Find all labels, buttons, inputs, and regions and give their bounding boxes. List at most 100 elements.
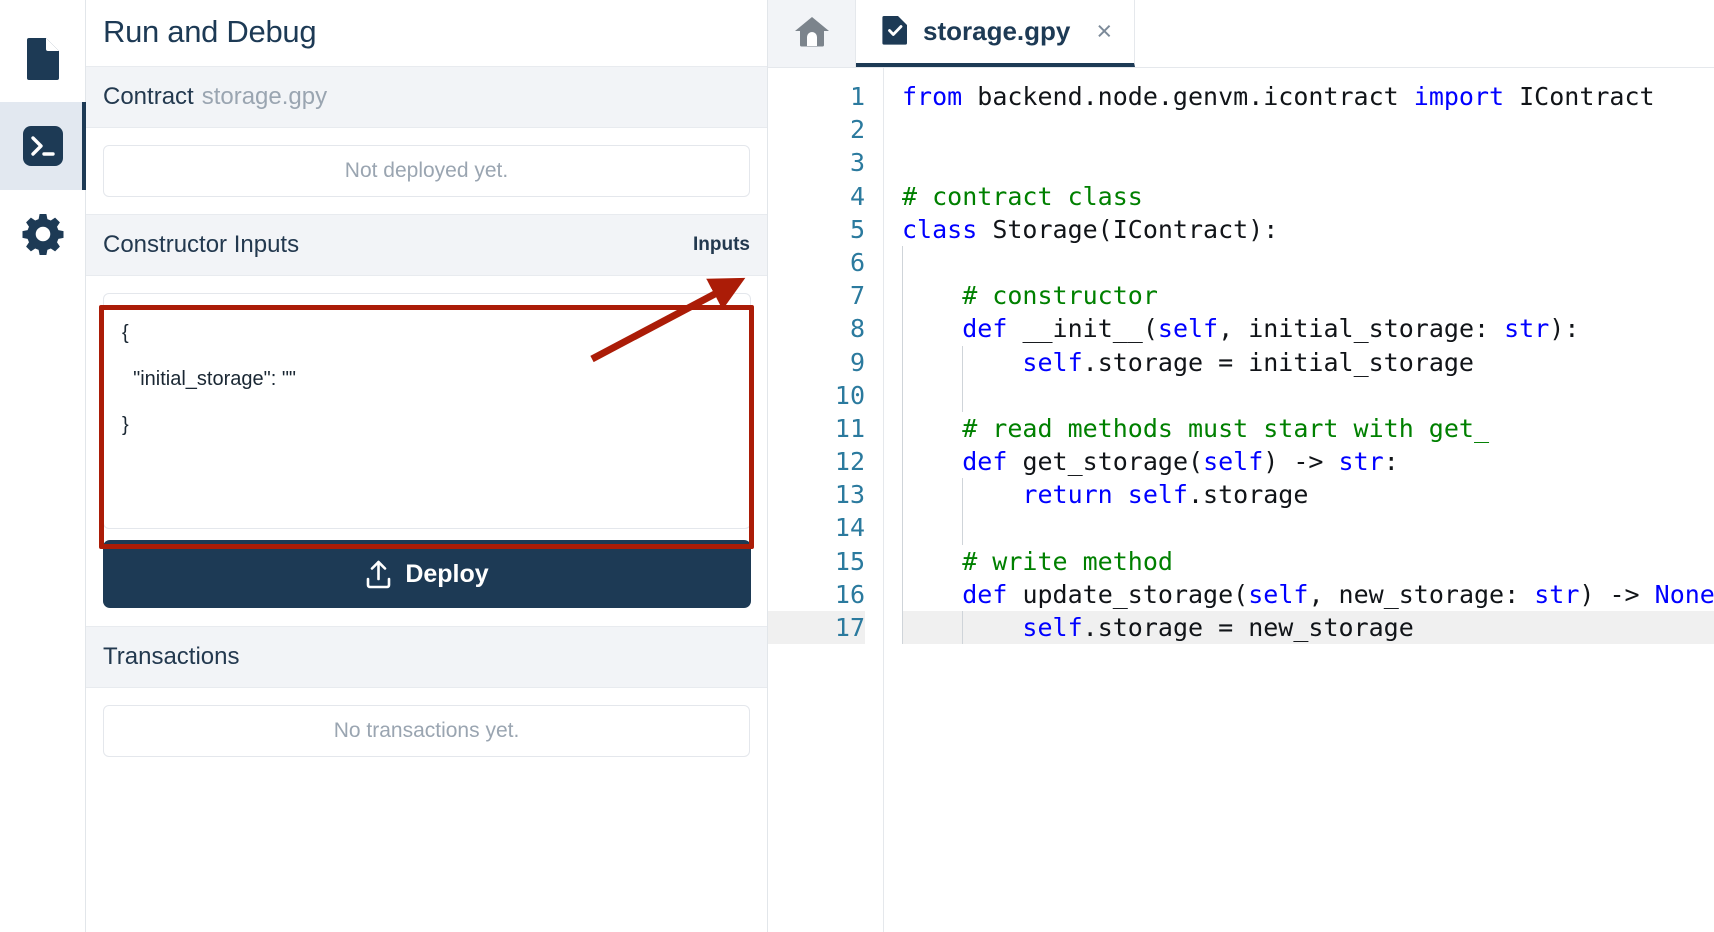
code-token: None bbox=[1654, 579, 1714, 609]
activity-item-settings[interactable] bbox=[0, 190, 86, 278]
terminal-icon bbox=[22, 125, 64, 167]
code-token: : bbox=[1383, 447, 1399, 477]
tab-home[interactable] bbox=[768, 0, 856, 67]
code-line[interactable] bbox=[902, 511, 1714, 544]
code-token: , new_storage: bbox=[1308, 579, 1535, 609]
code-token: # constructor bbox=[902, 281, 1158, 311]
line-number: 15 bbox=[834, 546, 865, 576]
activity-bar bbox=[0, 0, 86, 932]
code-line[interactable] bbox=[902, 246, 1714, 279]
indent-guide bbox=[962, 345, 963, 412]
line-number: 1 bbox=[849, 82, 865, 111]
code-token: def bbox=[962, 447, 1023, 477]
line-number: 2 bbox=[849, 115, 865, 145]
code-token bbox=[902, 580, 962, 609]
code-token: class bbox=[902, 214, 993, 244]
code-token: str bbox=[1504, 314, 1550, 344]
constructor-inputs-header: Constructor Inputs Inputs bbox=[86, 214, 767, 276]
deploy-button-label: Deploy bbox=[405, 559, 489, 588]
code-line[interactable] bbox=[902, 379, 1714, 412]
code-token: ) -> bbox=[1263, 447, 1339, 477]
line-number: 6 bbox=[849, 247, 865, 277]
line-number: 5 bbox=[849, 214, 865, 244]
contract-label: Contract bbox=[103, 83, 194, 110]
code-line[interactable]: # write method bbox=[902, 545, 1714, 578]
code-token: , initial_storage: bbox=[1218, 314, 1505, 344]
code-token bbox=[902, 314, 962, 343]
editor-tabbar: storage.gpy × bbox=[768, 0, 1714, 68]
gear-icon bbox=[21, 212, 65, 256]
code-line[interactable]: # contract class bbox=[902, 180, 1714, 213]
tab-label: storage.gpy bbox=[923, 16, 1071, 46]
line-number: 8 bbox=[849, 314, 865, 344]
indent-guide bbox=[902, 246, 903, 645]
code-token: str bbox=[1338, 447, 1384, 477]
code-token: def bbox=[962, 579, 1023, 609]
file-icon bbox=[25, 36, 61, 80]
code-token: def bbox=[962, 314, 1023, 344]
code-token: self bbox=[1157, 314, 1219, 344]
code-token bbox=[902, 447, 962, 476]
code-token: .storage bbox=[1188, 480, 1309, 510]
activity-item-file-explorer[interactable] bbox=[0, 14, 86, 102]
deployment-status-box: Not deployed yet. bbox=[103, 145, 750, 197]
home-icon bbox=[793, 14, 831, 53]
code-line[interactable]: def __init__(self, initial_storage: str)… bbox=[902, 312, 1714, 345]
code-line[interactable]: from backend.node.genvm.icontract import… bbox=[902, 80, 1714, 113]
code-token: Storage(IContract): bbox=[992, 214, 1279, 244]
line-number: 4 bbox=[849, 181, 865, 211]
code-token: update_storage( bbox=[1022, 579, 1249, 609]
line-number: 13 bbox=[834, 480, 865, 510]
code-line[interactable]: self.storage = new_storage bbox=[902, 611, 1714, 645]
inputs-label[interactable]: Inputs bbox=[693, 234, 750, 255]
code-token: self bbox=[1022, 347, 1083, 377]
line-number: 3 bbox=[849, 148, 865, 178]
code-token: # read methods must start with get_ bbox=[902, 413, 1489, 443]
code-line[interactable]: # read methods must start with get_ bbox=[902, 412, 1714, 445]
code-content[interactable]: from backend.node.genvm.icontract import… bbox=[884, 68, 1714, 932]
constructor-inputs-textarea[interactable] bbox=[103, 293, 751, 529]
code-line[interactable]: def get_storage(self) -> str: bbox=[902, 445, 1714, 478]
code-token: IContract bbox=[1519, 82, 1655, 111]
deploy-button[interactable]: Deploy bbox=[103, 540, 751, 608]
line-number: 9 bbox=[849, 347, 865, 377]
code-token: self bbox=[1248, 579, 1309, 609]
code-line[interactable]: return self.storage bbox=[902, 478, 1714, 511]
upload-icon bbox=[365, 560, 392, 589]
code-line[interactable]: self.storage = initial_storage bbox=[902, 346, 1714, 379]
deployment-status-text: Not deployed yet. bbox=[344, 159, 509, 182]
code-line[interactable]: class Storage(IContract): bbox=[902, 213, 1714, 246]
code-token: # contract class bbox=[902, 181, 1143, 211]
line-number: 14 bbox=[834, 513, 865, 543]
code-token: ): bbox=[1549, 314, 1580, 344]
code-line[interactable] bbox=[902, 113, 1714, 146]
code-token: import bbox=[1413, 82, 1520, 111]
code-token: .storage = initial_storage bbox=[1082, 347, 1474, 377]
code-token: from bbox=[902, 82, 978, 111]
tab-storage-gpy[interactable]: storage.gpy × bbox=[856, 0, 1136, 67]
code-line[interactable] bbox=[902, 146, 1714, 179]
line-number: 12 bbox=[834, 447, 865, 477]
activity-item-run-and-debug[interactable] bbox=[0, 102, 86, 190]
code-token: .storage = new_storage bbox=[1082, 613, 1414, 642]
line-number: 17 bbox=[768, 611, 865, 645]
code-line[interactable]: # constructor bbox=[902, 279, 1714, 312]
transactions-heading: Transactions bbox=[103, 643, 240, 670]
line-number: 11 bbox=[834, 413, 865, 443]
line-number: 7 bbox=[849, 281, 865, 311]
constructor-inputs-wrap bbox=[86, 276, 767, 534]
code-token: return bbox=[1022, 480, 1128, 510]
transactions-header: Transactions bbox=[86, 626, 767, 688]
code-token: self bbox=[1127, 480, 1188, 510]
indent-guide bbox=[962, 478, 963, 545]
code-line[interactable]: def update_storage(self, new_storage: st… bbox=[902, 578, 1714, 611]
indent-guide bbox=[962, 611, 963, 645]
line-number: 16 bbox=[834, 579, 865, 609]
code-token: str bbox=[1534, 579, 1580, 609]
close-icon[interactable]: × bbox=[1096, 16, 1113, 46]
